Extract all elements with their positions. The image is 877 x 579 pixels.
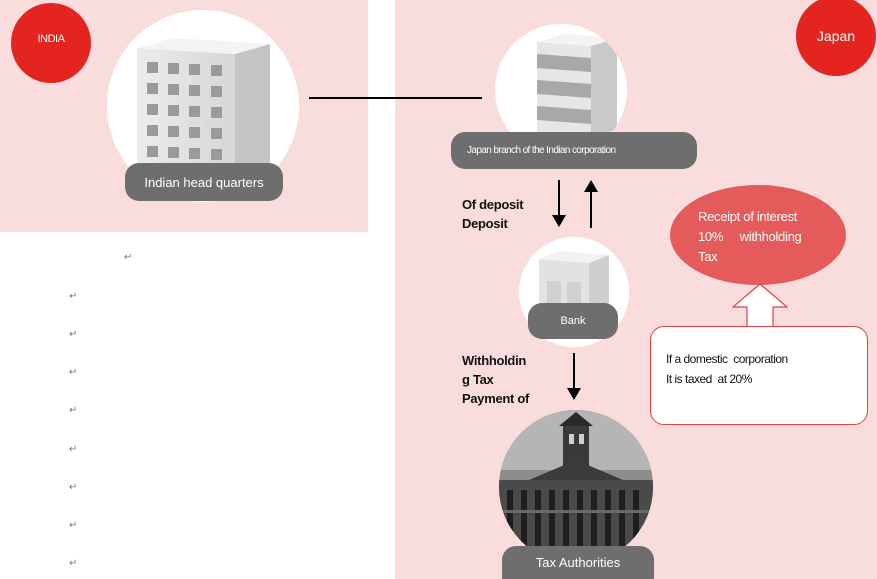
tax-authorities-label: Tax Authorities [502,546,654,579]
domestic-line-2: It is taxed at 20% [666,372,752,386]
india-badge-label: INDIA [37,33,65,45]
japan-badge: Japan [796,0,876,76]
hq-label-text: Indian head quarters [144,174,264,190]
tax-authorities-label-text: Tax Authorities [535,555,621,570]
deposit-flow-text: Of deposit Deposit [462,195,524,233]
hq-branch-connector [309,97,482,99]
india-badge: INDIA [11,3,91,83]
paragraph-mark: ↵ [69,444,78,455]
paragraph-mark: ↵ [69,558,78,569]
paragraph-mark: ↵ [69,367,78,378]
interest-receipt-ellipse: Receipt of interest 10% withholding Tax [670,185,846,285]
hq-label: Indian head quarters [125,163,283,201]
paragraph-mark: ↵ [69,405,78,416]
paragraph-mark: ↵ [69,482,78,493]
interest-line-2: 10% withholding [698,229,802,244]
deposit-down-arrow [552,180,566,227]
withholding-flow-text: Withholdin g Tax Payment of [462,351,542,408]
withholding-line-1: Withholdin [462,353,527,368]
paragraph-mark: ↵ [124,252,133,263]
withdraw-up-arrow [584,180,598,228]
office-building-icon [137,38,270,175]
withholding-line-3: Payment of [462,391,530,406]
interest-line-3: Tax [698,249,718,264]
branch-building-icon [537,34,617,136]
domestic-line-1: If a domestic corporation [666,352,788,366]
bank-label: Bank [528,303,618,339]
government-building-icon [499,410,653,564]
interest-line-1: Receipt of interest [698,209,798,224]
branch-label: Japan branch of the Indian corporation [451,132,697,169]
paragraph-mark: ↵ [69,520,78,531]
branch-label-text: Japan branch of the Indian corporation [467,145,616,156]
withholding-line-2: g Tax [462,372,494,387]
japan-badge-label: Japan [816,28,856,44]
bank-label-text: Bank [560,315,586,327]
tax-authorities-node [499,410,653,564]
paragraph-mark: ↵ [69,329,78,340]
deposit-line-1: Of deposit [462,197,524,212]
domestic-tax-callout: If a domestic corporation It is taxed at… [650,326,868,425]
deposit-line-2: Deposit [462,216,508,231]
paragraph-mark: ↵ [69,291,78,302]
tax-payment-down-arrow [567,353,581,400]
